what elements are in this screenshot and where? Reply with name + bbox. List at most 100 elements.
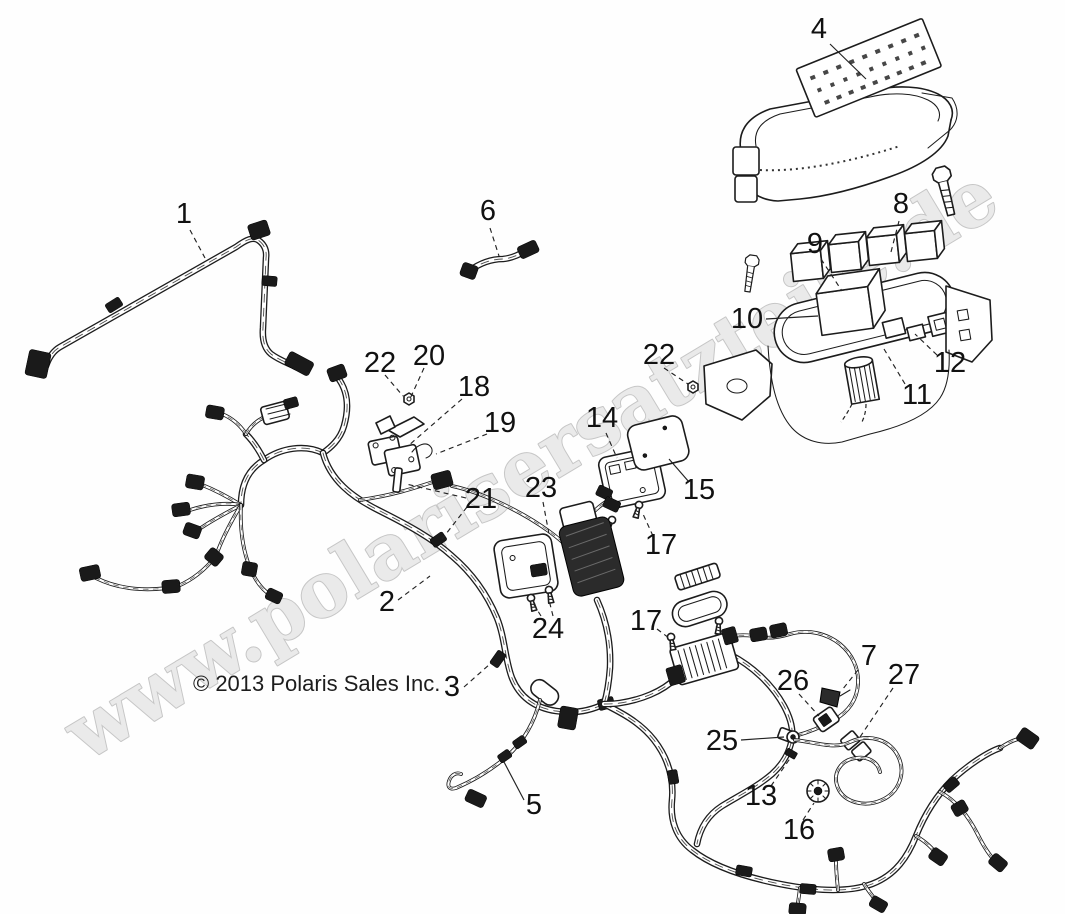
callout-leader-9 [820,258,843,292]
part-13-terminal [784,748,798,760]
callout-7: 7 [861,640,877,672]
callout-leader-27 [857,687,894,741]
callout-leader-23 [542,501,550,535]
part-junction-block [665,562,740,686]
callout-leader-22-b [663,367,689,385]
callout-6: 6 [480,195,496,227]
part-harness-bottom-loop [600,700,1040,914]
connector-blob [769,622,788,639]
connector-blob [602,496,621,513]
callout-20: 20 [413,340,445,372]
harness-clip [512,735,528,750]
part-fuse-decal [795,18,942,118]
callout-16: 16 [783,814,815,846]
callout-14: 14 [586,402,618,434]
callout-leader-21 [441,506,468,540]
part-cable-1 [24,219,314,379]
connector-blob [79,564,101,582]
part-engine-limb [693,622,904,848]
callout-leader-24 [532,602,542,617]
connector-blob [204,547,224,567]
part-main-harness [79,363,616,731]
callout-leader-11 [883,348,906,385]
callout-17-b: 17 [630,605,662,637]
callout-leader-1 [189,229,206,259]
connector-blob [788,902,807,914]
callout-leader-4 [829,43,867,80]
callout-18: 18 [458,371,490,403]
connector-blob [24,349,52,379]
callout-2: 2 [379,586,395,618]
callout-leader-15 [668,458,690,483]
connector-blob [827,846,845,863]
harness-clip [735,864,753,878]
callout-leader-14 [605,432,618,459]
harness-line-art [24,18,1040,914]
part-24-screw [525,592,539,613]
callout-4: 4 [811,13,827,45]
connector-blob [283,396,299,410]
copyright-text: © 2013 Polaris Sales Inc. [193,671,440,696]
callout-22-b: 22 [643,339,675,371]
part-fuse-block [703,219,993,444]
connector-blob [264,587,284,605]
callout-leader-17-b [656,628,670,639]
harness-clip [799,883,817,895]
part-16-grommet [806,779,830,803]
callout-26: 26 [777,665,809,697]
connector-blob [459,262,479,280]
callout-leader-25 [740,736,785,741]
connector-blob [284,351,314,376]
callout-3: 3 [444,671,460,703]
connector-blob [247,219,271,241]
callout-23: 23 [525,472,557,504]
connector-blob [182,522,202,540]
connector-blob [464,789,487,808]
harness-clip-3 [489,650,507,668]
callout-22-a: 22 [364,347,396,379]
part-ecu [493,533,559,599]
part-cable-6 [459,240,540,280]
part-pad-15 [626,415,690,471]
callout-13: 13 [745,780,777,812]
callout-17-a: 17 [645,529,677,561]
connector-blob [749,626,768,643]
callout-leader-7 [841,669,859,691]
connector-blob [868,895,888,913]
part-solenoid-group [367,392,433,493]
part-fuse-box-cover [732,86,958,203]
callout-15: 15 [683,474,715,506]
callout-12: 12 [934,347,966,379]
callout-1: 1 [176,198,192,230]
part-22-nut [687,380,699,394]
callout-leader-5 [503,761,525,801]
part-branch-5 [446,698,542,808]
harness-clip [666,769,680,785]
callout-leader-22-a [384,374,404,397]
part-21-pin [392,467,403,493]
callout-leader-16 [802,802,815,821]
part-17-screw [666,632,678,652]
harness-clip [497,749,513,764]
callout-19: 19 [484,407,516,439]
callout-leader-24 [548,599,554,617]
callout-leader-3 [463,663,491,688]
connector-blob [241,561,258,578]
callout-leader-17-a [642,513,654,537]
harness-clip [261,275,278,287]
harness-clip [942,776,960,793]
callout-leader-26 [798,693,820,717]
connector-blob [185,473,205,491]
callout-11: 11 [902,379,932,411]
connector-blob [517,240,540,259]
connector-blob [326,363,348,383]
connector-blob [205,404,225,421]
callout-8: 8 [893,188,909,220]
callout-leader-10 [765,315,819,320]
connector-blob [430,470,454,490]
connector-blob [595,484,613,501]
connector-blob [950,799,969,817]
